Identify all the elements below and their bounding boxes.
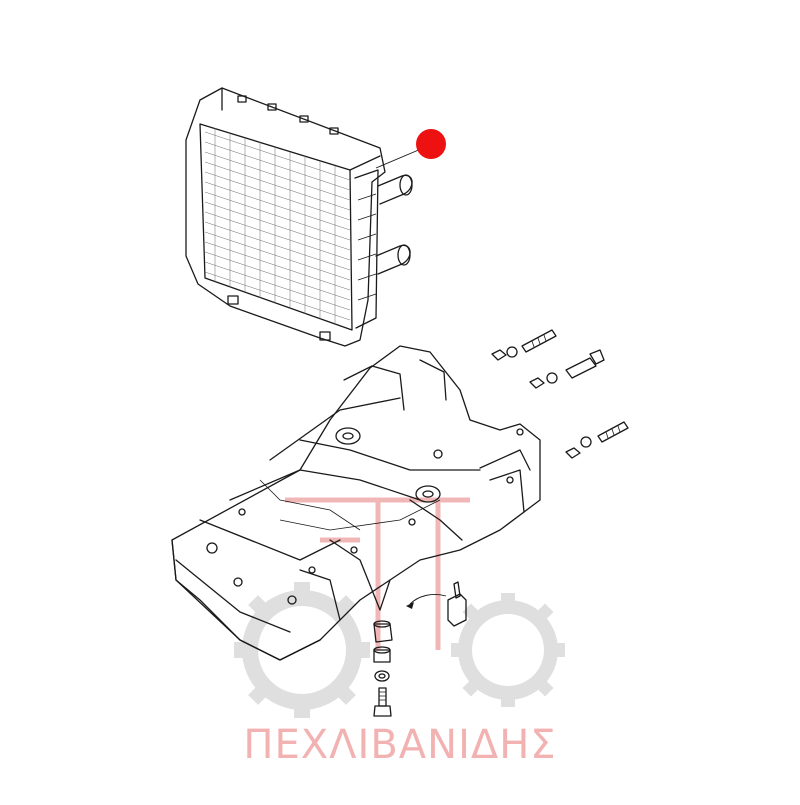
radiator-core-mesh (204, 128, 351, 324)
radiator-bottom-tab (227, 295, 239, 305)
nut (491, 349, 507, 361)
upper-hose-pipe (377, 174, 413, 205)
front-gear-icon (451, 593, 565, 707)
bolt-set-middle (529, 349, 605, 389)
watermark-logo (234, 497, 565, 718)
lower-hose-pipe (375, 244, 411, 275)
callout-dot[interactable] (416, 129, 446, 159)
pivot-boss (415, 485, 441, 503)
callout-marker[interactable] (375, 129, 446, 169)
rear-gear-icon (234, 582, 370, 718)
radiator-bottom-tab (319, 331, 331, 341)
washer (506, 346, 518, 358)
nut (529, 377, 545, 389)
bolt (597, 421, 629, 443)
spacer-bushing (373, 620, 393, 643)
washer-bottom (374, 670, 390, 682)
front-support-frame (171, 345, 541, 661)
bolt-set-upper (491, 329, 557, 361)
pivot-boss (335, 427, 361, 445)
bolt-set-lower (565, 421, 629, 459)
nut (565, 447, 581, 459)
washer (546, 372, 558, 384)
rubber-mount (373, 646, 391, 663)
bolt (521, 329, 557, 353)
rotation-arrow-icon (406, 593, 447, 609)
washer (580, 436, 592, 448)
bolt (565, 349, 605, 379)
radiator-top-tabs (237, 95, 339, 135)
radiator-side-tank (354, 169, 379, 329)
mounting-bolt-bottom (373, 687, 392, 717)
radiator (185, 87, 413, 347)
watermark-text: ΠΕΧΛΙΒΑΝΙΔΗΣ (243, 722, 557, 768)
mounting-holes (206, 428, 524, 605)
sensor-fitting (447, 581, 467, 627)
